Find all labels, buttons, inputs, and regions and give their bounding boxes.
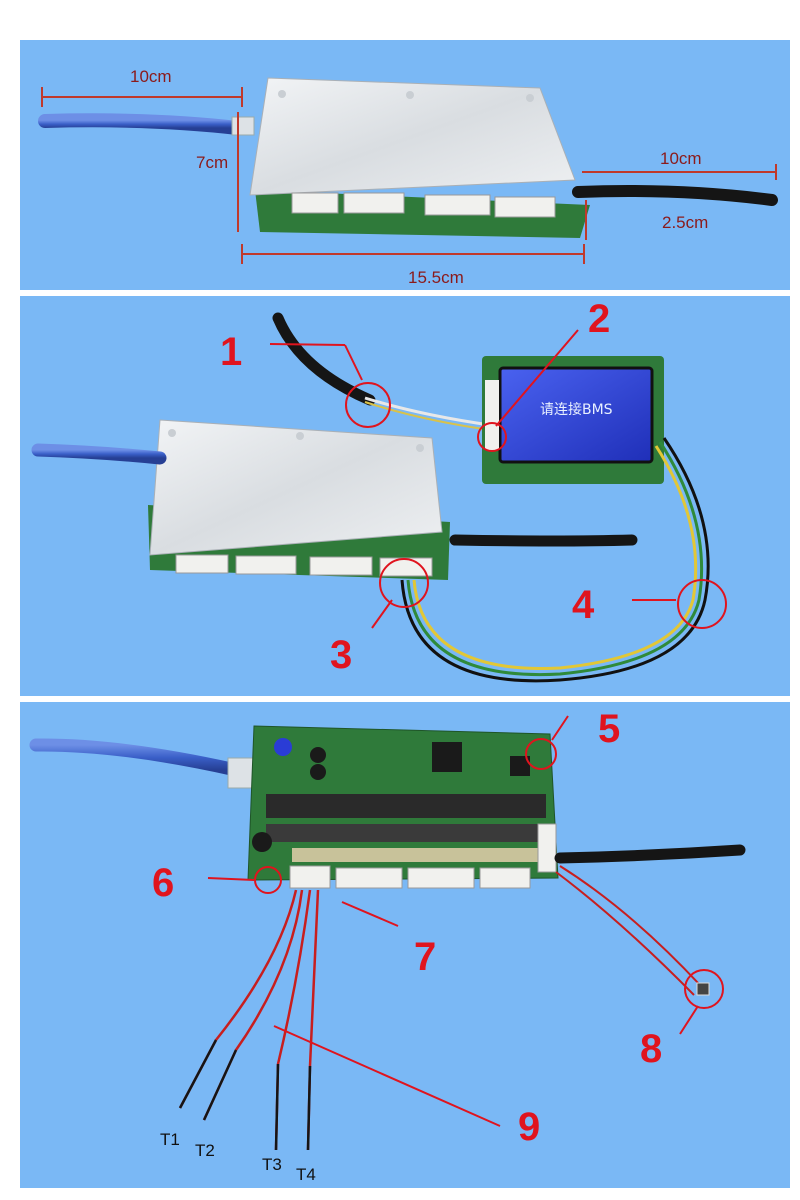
blue-power-cable [29,738,243,777]
svg-text:6: 6 [152,861,174,905]
dim-cable-thickness: 2.5cm [585,200,708,240]
signal-wires [364,396,491,427]
probe-wire [306,889,320,1151]
callout-1: 1 [220,330,391,428]
signal-wires [364,401,491,431]
svg-text:9: 9 [518,1105,540,1149]
lcd-screen [498,366,654,464]
probe-label-t4: T4 [296,1165,316,1184]
buzzer [252,832,272,852]
callout-6: 6 [152,861,282,905]
connector [379,557,433,577]
resistor-row [292,848,542,862]
dim-board-width-label: 7cm [196,153,228,172]
metal-cover [249,77,576,196]
callout-2: 2 [477,297,610,452]
mosfet-row [266,794,546,818]
probe-wire [202,1049,238,1121]
cable-lug [227,757,255,789]
probe-wire [178,1039,218,1109]
mosfet-row [266,824,546,842]
black-cable [449,534,638,547]
electrolytic-capacitor [310,764,326,780]
lcd-connector [485,380,499,450]
dim-board-length-label: 15.5cm [408,268,464,287]
metal-cover [149,419,443,556]
connector [494,196,556,218]
connector [291,192,339,214]
dim-board-length: 15.5cm [241,244,585,287]
screw [416,444,424,452]
svg-text:5: 5 [598,707,620,751]
control-chip [510,756,530,776]
connector [235,555,297,575]
dim-right-cable: 10cm [582,149,777,180]
button-wire [555,871,695,996]
connector [479,867,531,889]
black-cable [572,185,778,206]
electrolytic-capacitor [310,747,326,763]
callout-7: 7 [341,901,436,979]
screw [278,90,286,98]
svg-text:8: 8 [640,1027,662,1071]
probe-label-t2: T2 [195,1141,215,1160]
connector [309,556,373,576]
dim-left-cable: 10cm [41,67,243,107]
blue-power-cable [38,113,245,135]
probe-label-t3: T3 [262,1155,282,1174]
probe-wire [306,1065,312,1151]
callout-5: 5 [525,707,620,770]
screw [406,91,414,99]
connector [175,554,229,574]
callout-4: 4 [572,579,727,629]
black-cable [554,844,746,864]
dim-cable-thickness-label: 2.5cm [662,213,708,232]
dim-right-cable-label: 10cm [660,149,702,168]
screw [526,94,534,102]
probe-wire [178,889,298,1109]
push-button [696,982,710,996]
svg-text:1: 1 [220,330,242,374]
screw [296,432,304,440]
connector [343,192,405,214]
probe-wire [202,889,304,1121]
control-chip [432,742,462,772]
display-harness [412,445,698,670]
callout-8: 8 [640,969,724,1071]
panel-board-probes: T1 T2 T3 T4 5 6 7 8 9 [20,702,790,1188]
display-harness [400,437,710,683]
svg-text:3: 3 [330,633,352,677]
blue-capacitor [274,738,292,756]
probe-wire [274,1063,280,1151]
svg-text:4: 4 [572,583,595,627]
panel-dimensions: 10cm 7cm 10cm 2.5cm 15.5cm [20,40,790,290]
connector [424,194,491,216]
dim-left-cable-label: 10cm [130,67,172,86]
side-connector [537,823,557,873]
lcd-status-text: 请连接BMS [540,401,613,418]
svg-text:7: 7 [414,935,436,979]
dim-board-width: 7cm [196,112,239,232]
connector [289,865,331,889]
connector [407,867,475,889]
display-harness [406,441,704,677]
screw [168,429,176,437]
blue-power-cable [31,443,167,465]
callout-9: 9 [273,1025,540,1149]
probe-label-t1: T1 [160,1130,180,1149]
svg-text:2: 2 [588,297,610,341]
black-cable [272,312,376,406]
cable-lug [231,116,255,136]
probe-wire [274,889,312,1151]
connector [335,867,403,889]
button-wire [559,865,701,986]
callout-3: 3 [330,558,429,677]
panel-display-connection: 请连接BMS 1 2 3 [20,296,790,696]
